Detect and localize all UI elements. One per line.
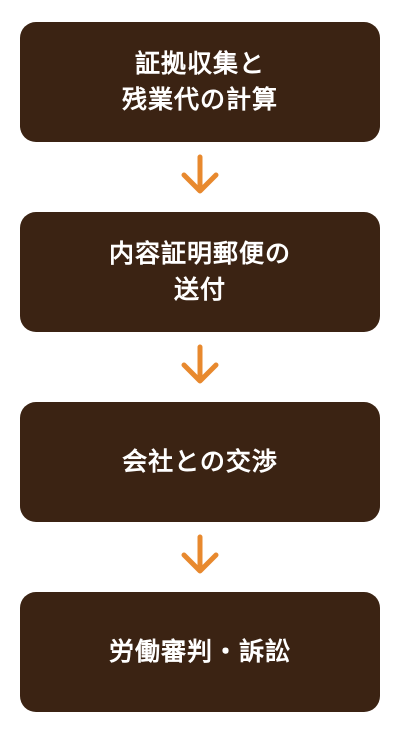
step-label: 会社との交渉	[122, 447, 278, 476]
down-arrow-icon	[181, 534, 219, 574]
step-negotiation: 会社との交渉	[20, 402, 380, 522]
step-label: 労働審判・訴訟	[108, 637, 291, 666]
step-label: 内容証明郵便の 送付	[108, 239, 291, 304]
step-label: 証拠収集と 残業代の計算	[121, 49, 278, 114]
step-labor-tribunal: 労働審判・訴訟	[20, 592, 380, 712]
step-certified-mail: 内容証明郵便の 送付	[20, 212, 380, 332]
down-arrow-icon	[181, 344, 219, 384]
down-arrow-icon	[181, 154, 219, 194]
step-evidence-collection: 証拠収集と 残業代の計算	[20, 22, 380, 142]
